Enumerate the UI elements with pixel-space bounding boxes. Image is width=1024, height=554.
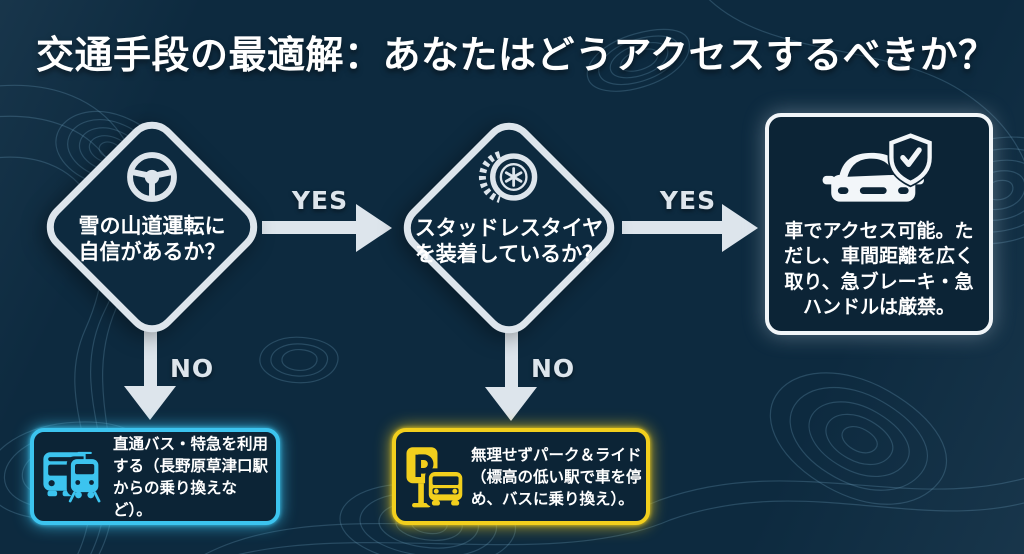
no-arrow-head-1 xyxy=(124,386,176,420)
yes-arrow-shaft-2 xyxy=(622,221,724,234)
no-arrow-head-2 xyxy=(485,387,537,421)
decision-question: スタッドレスタイヤ を装着しているか？ xyxy=(414,216,604,267)
no-arrow-shaft-1 xyxy=(144,330,157,388)
no-label-1: NO xyxy=(170,354,215,383)
page-title: 交通手段の最適解：あなたはどうアクセスするべきか？ xyxy=(36,33,997,77)
yes-arrow-shaft-1 xyxy=(262,221,358,234)
studless-tire-icon xyxy=(478,151,538,203)
result-text: 無理せずパーク＆ライド （標高の低い駅で車を停 め、バスに乗り換え）。 xyxy=(471,445,642,508)
decision-question: 雪の山道運転に 自信があるか？ xyxy=(78,214,226,265)
yes-label-2: YES xyxy=(659,186,717,215)
decision-content-studless-tire: スタッドレスタイヤ を装着しているか？ xyxy=(404,148,614,267)
parking-bus-icon xyxy=(406,446,465,507)
result-card-direct-bus: 直通バス・特急を利用 する（長野原草津口駅 からの乗り換えなど）。 xyxy=(30,428,280,525)
no-arrow-shaft-2 xyxy=(505,331,518,388)
result-text: 車でアクセス可能。た だし、車間距離を広く 取り、急ブレーキ・急 ハンドルは厳禁… xyxy=(783,220,974,319)
yes-arrow-head-1 xyxy=(356,204,392,252)
steering-wheel-icon xyxy=(127,152,177,202)
result-text: 直通バス・特急を利用 する（長野原草津口駅 からの乗り換えなど）。 xyxy=(113,434,269,519)
result-card-park-and-ride: 無理せずパーク＆ライド （標高の低い駅で車を停 め、バスに乗り換え）。 xyxy=(392,428,650,525)
bus-train-icon xyxy=(43,451,103,502)
yes-label-1: YES xyxy=(291,186,349,215)
no-label-2: NO xyxy=(531,354,576,383)
decision-content-snow-driving: 雪の山道運転に 自信があるか？ xyxy=(52,150,252,265)
yes-arrow-head-2 xyxy=(722,204,758,252)
car-shield-check-icon xyxy=(822,130,934,202)
result-card-car-access: 車でアクセス可能。た だし、車間距離を広く 取り、急ブレーキ・急 ハンドルは厳禁… xyxy=(765,113,993,335)
